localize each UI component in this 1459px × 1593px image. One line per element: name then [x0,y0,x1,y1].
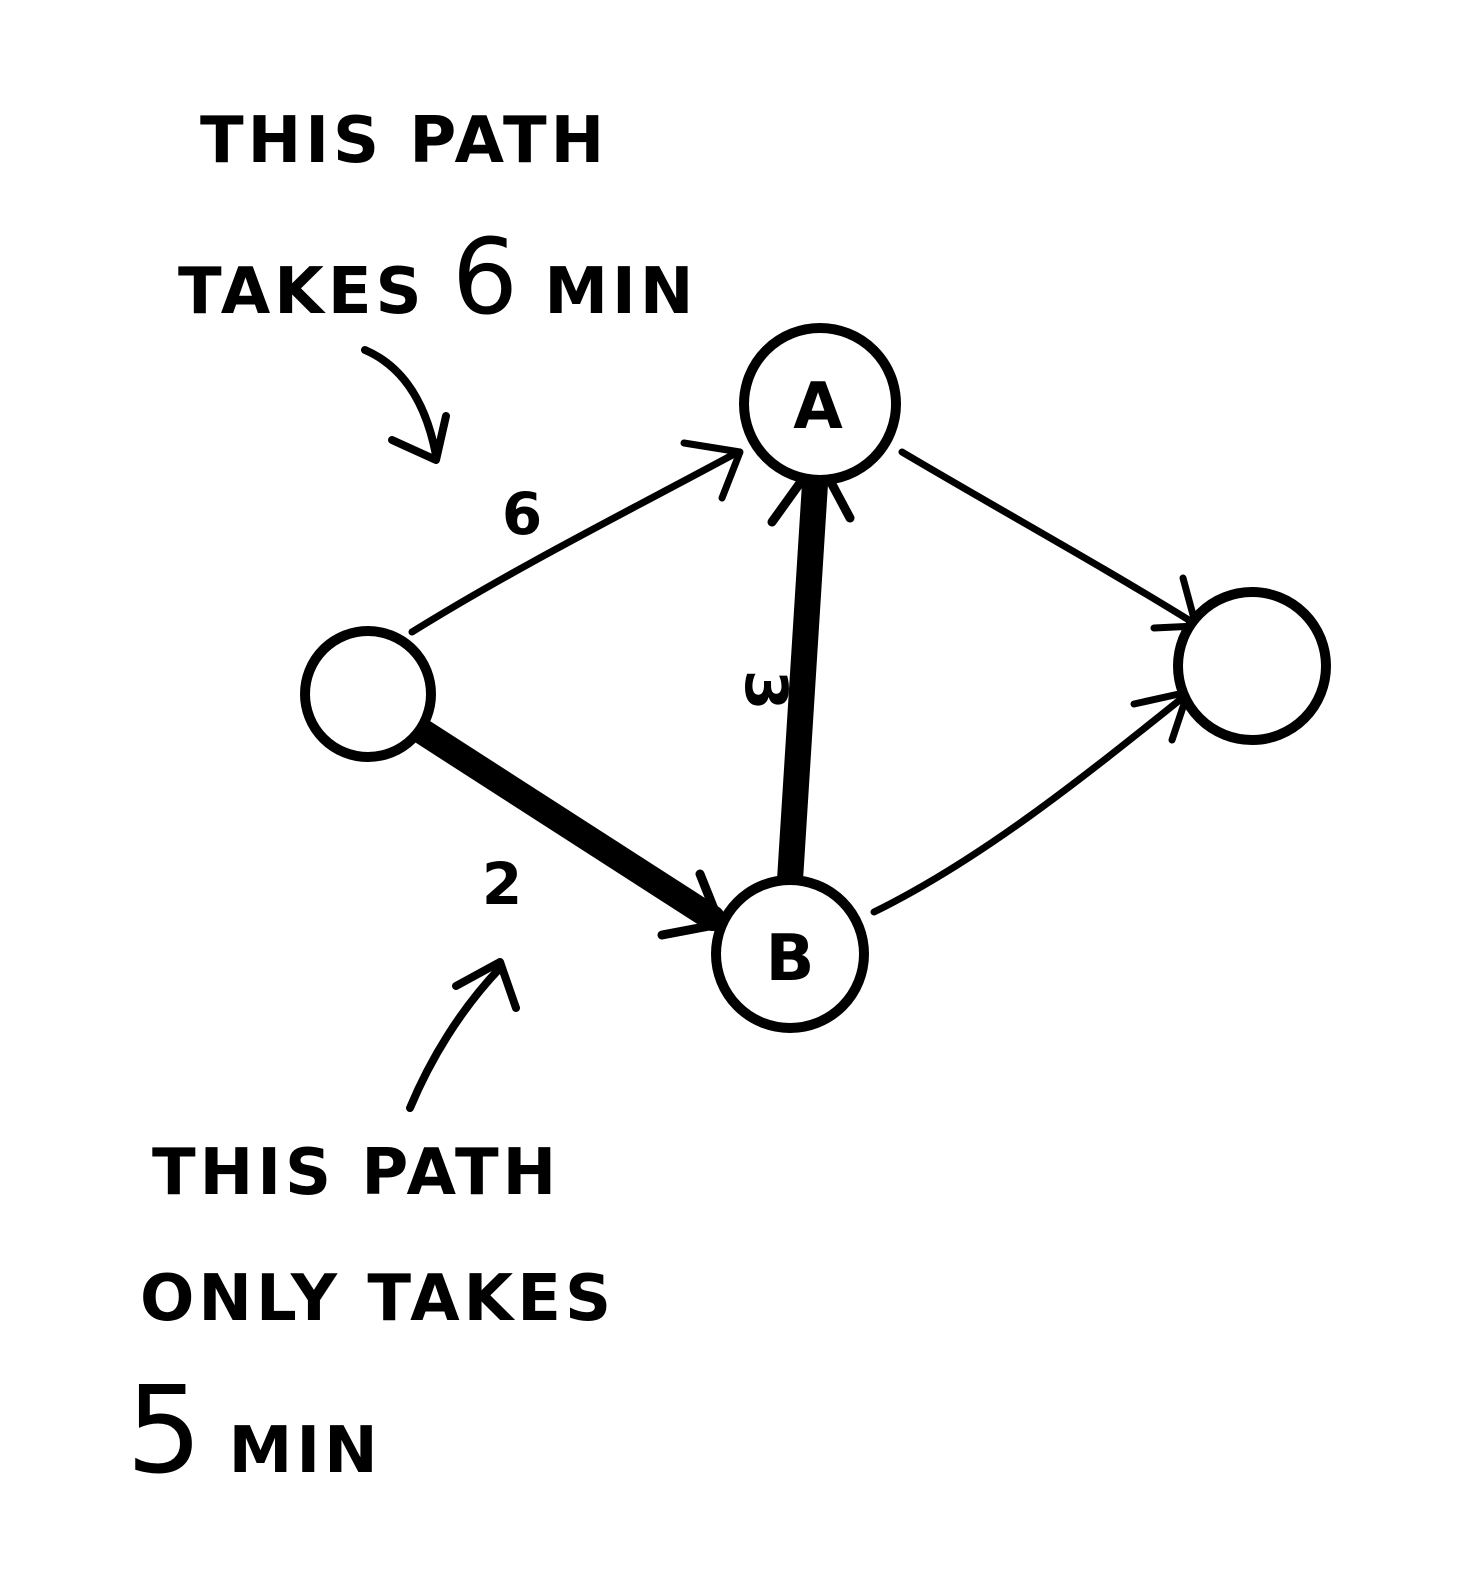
weight-start-to-b: 2 [482,850,522,918]
node-a [739,323,901,485]
edge-start-to-b [407,717,725,931]
annotation-bottom-number: 5 [126,1362,203,1501]
arrowhead-start-to-a [680,439,744,502]
annotation-bottom-line-3: 5 MIN [126,1362,382,1501]
node-a-label: A [793,370,843,444]
annotation-top-line-2: TAKES 6 MIN [178,216,697,338]
annotation-bottom-unit: MIN [228,1414,382,1488]
pointer-arrowhead-bottom [452,958,520,1012]
node-end [1173,587,1331,745]
weight-b-to-a: 3 [732,670,800,710]
edge-b-to-a [777,455,829,893]
edge-b-to-end [870,691,1190,916]
pointer-arrow-top [361,346,440,459]
edge-start-to-a [408,448,742,636]
pointer-arrowhead-top [388,412,450,464]
annotation-top-line-1: THIS PATH [200,104,609,178]
annotation-top-unit: MIN [544,255,698,329]
edge-a-to-end [898,448,1196,626]
weight-start-to-a: 6 [502,480,542,548]
node-start [300,626,436,762]
annotation-bottom-line-2: ONLY TAKES [140,1262,616,1336]
annotation-top-number: 6 [451,216,519,338]
node-b [711,875,869,1033]
annotation-bottom-line-1: THIS PATH [152,1136,561,1210]
annotation-top-takes: TAKES [178,255,426,329]
node-b-label: B [766,922,815,996]
pointer-arrow-bottom [406,964,504,1112]
